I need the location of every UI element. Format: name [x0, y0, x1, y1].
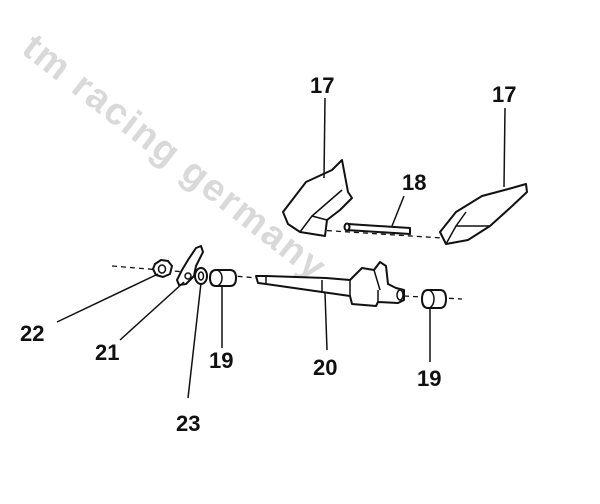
callout-22: 22 — [20, 321, 44, 346]
pin-part — [343, 222, 411, 235]
leader-17-right — [503, 107, 506, 188]
watermark-text: tm racing germany — [14, 26, 335, 289]
callout-21: 21 — [95, 340, 119, 365]
leader-23 — [187, 282, 202, 399]
callout-19-left: 19 — [209, 348, 233, 373]
callout-17-left: 17 — [310, 73, 334, 98]
leader-17-left — [323, 97, 326, 179]
leader-21 — [119, 281, 185, 341]
callout-20: 20 — [313, 355, 337, 380]
axis-line-forks — [317, 229, 443, 239]
callout-19-right: 19 — [417, 366, 441, 391]
bushing-right-part — [421, 289, 447, 309]
lock-plate-part — [176, 245, 204, 286]
leader-18 — [391, 195, 405, 227]
nut-part — [152, 259, 173, 278]
bushing-left-part — [209, 269, 237, 287]
callout-23: 23 — [176, 411, 200, 436]
leader-20 — [324, 292, 328, 351]
callout-18: 18 — [402, 170, 426, 195]
washer-part — [194, 267, 208, 285]
shift-shaft-part — [255, 261, 405, 307]
shift-fork-right-part — [439, 183, 528, 245]
shift-fork-left-part — [282, 159, 353, 237]
callout-17-right: 17 — [492, 82, 516, 107]
leader-22 — [56, 273, 159, 323]
